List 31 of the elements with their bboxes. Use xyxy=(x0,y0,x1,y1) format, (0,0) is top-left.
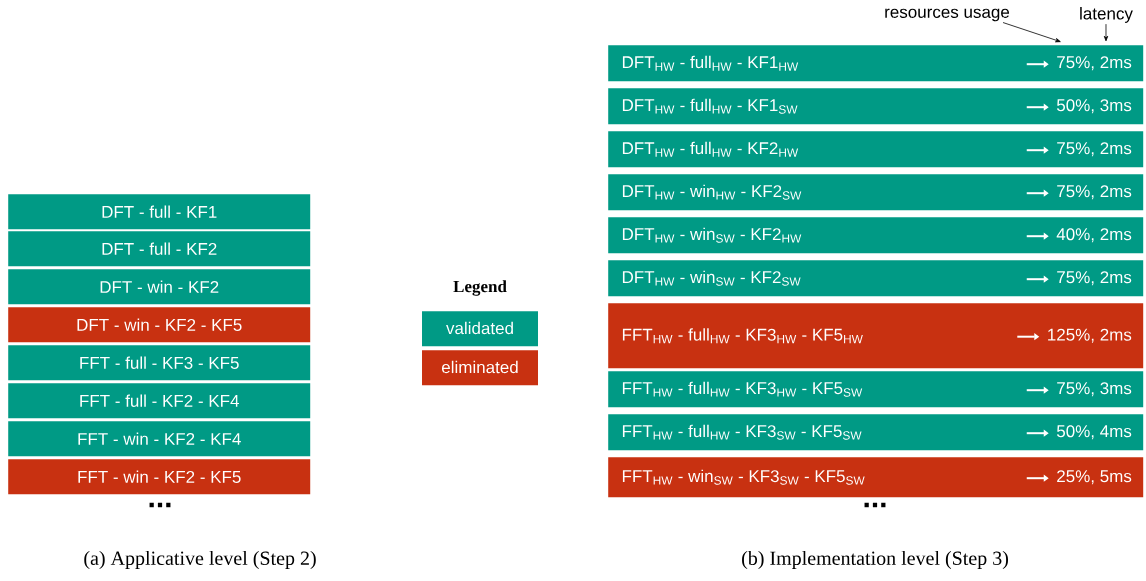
option-box: FFT - win - KF2 - KF4 xyxy=(8,421,311,457)
option-box: FFT$_{HW}$ - full$_{HW}$ - KF3$_{SW}$ - KF5$_{SW}$ 50%, 4ms xyxy=(608,414,1144,451)
option-box: DFT - win - KF2 - KF5 xyxy=(8,307,311,343)
legend-title: Legend xyxy=(453,280,507,296)
node-label: DFT - full - KF2 xyxy=(102,242,217,255)
subfigure-caption: (b) Implementation level (Step 3) xyxy=(742,550,1008,570)
annotation-text: latency xyxy=(1080,7,1133,23)
leader-line xyxy=(1002,22,1061,43)
option-box: DFT - win - KF2 xyxy=(8,269,311,305)
option-box: DFT - full - KF1 xyxy=(8,194,311,230)
option-box: DFT - full - KF2 xyxy=(8,231,311,267)
option-box: DFT$_{HW}$ - win$_{SW}$ - KF2$_{SW}$ 75%, 2ms xyxy=(608,260,1144,297)
option-box: DFT$_{HW}$ - full$_{HW}$ - KF1$_{HW}$ 75%, 2ms xyxy=(608,45,1144,82)
option-box: DFT$_{HW}$ - win$_{SW}$ - KF2$_{HW}$ 40%, 2ms xyxy=(608,217,1144,254)
option-box: FFT - full - KF2 - KF4 xyxy=(8,383,311,419)
option-box: FFT - win - KF2 - KF5 xyxy=(8,459,311,495)
option-box: FFT$_{HW}$ - win$_{SW}$ - KF3$_{SW}$ - KF5$_{SW}$ 25%, 5ms xyxy=(608,457,1144,498)
option-box: DFT$_{HW}$ - full$_{HW}$ - KF2$_{HW}$ 75%, 2ms xyxy=(608,131,1144,168)
legend-label: validated xyxy=(446,321,513,335)
option-box: DFT$_{HW}$ - full$_{HW}$ - KF1$_{SW}$ 50%, 3ms xyxy=(608,88,1144,125)
node-label: DFT - full - KF1 xyxy=(102,205,217,218)
subfigure-caption: (a) Applicative level (Step 2) xyxy=(84,550,316,570)
option-box: DFT$_{HW}$ - win$_{HW}$ - KF2$_{SW}$ 75%, 2ms xyxy=(608,174,1144,211)
option-box: FFT$_{HW}$ - full$_{HW}$ - KF3$_{HW}$ - KF5$_{HW}$ 125%, 2ms xyxy=(608,303,1144,369)
legend-label: eliminated xyxy=(442,360,518,374)
leader-line xyxy=(1103,23,1109,42)
annotation-text: resources usage xyxy=(885,8,1010,22)
ellipsis: ... xyxy=(864,502,886,508)
option-box: FFT - full - KF3 - KF5 xyxy=(8,345,311,381)
ellipsis: ... xyxy=(149,502,171,508)
option-box: FFT$_{HW}$ - full$_{HW}$ - KF3$_{HW}$ - KF5$_{SW}$ 75%, 3ms xyxy=(608,371,1144,408)
